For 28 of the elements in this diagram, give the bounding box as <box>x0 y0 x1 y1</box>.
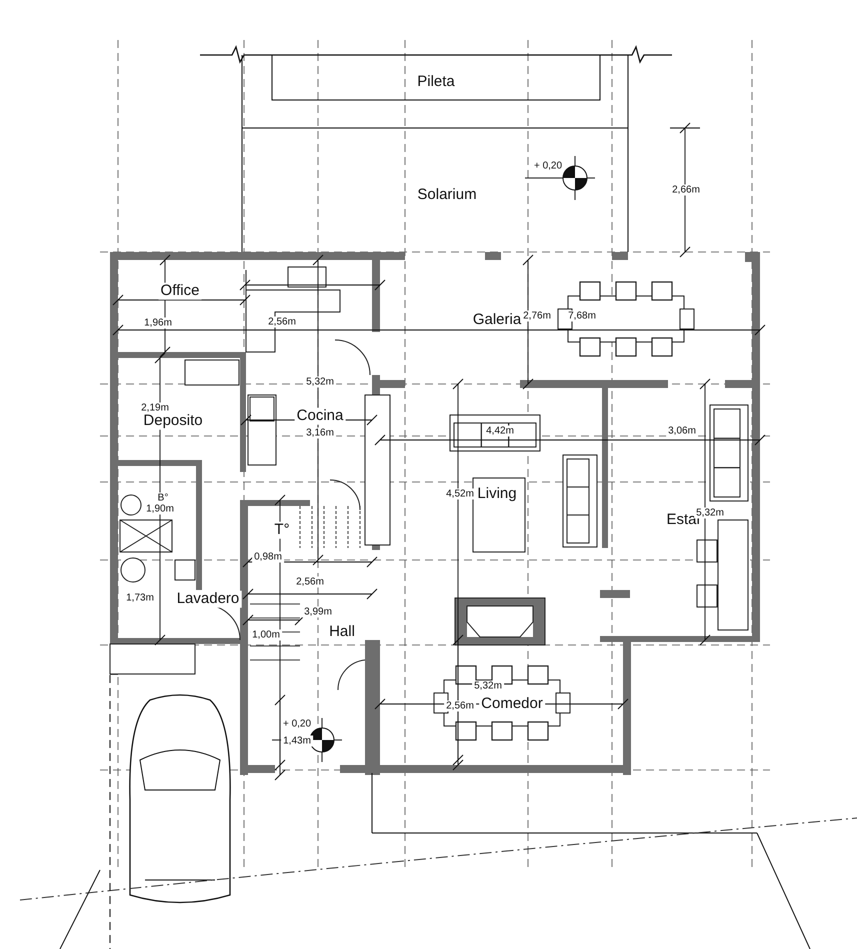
room-label: Cocina <box>294 408 346 424</box>
dimension-label: 4,52m <box>444 488 476 500</box>
dimension-label: 3,06m <box>666 426 698 436</box>
dimension-label: 5,32m <box>472 680 504 692</box>
dimension-label: 2,19m <box>139 402 171 414</box>
dimension-label: 3,16m <box>304 428 336 438</box>
dimension-label: 7,68m <box>566 310 598 322</box>
dimension-label: 5,32m <box>694 508 726 518</box>
dimension-label: 2,76m <box>521 310 553 322</box>
dimension-label: B° <box>156 492 170 504</box>
dimension-label: 2,66m <box>670 184 702 196</box>
dimension-label: 1,96m <box>142 318 174 328</box>
dimension-label: 1,73m <box>124 592 156 604</box>
dimension-label: 0,98m <box>252 552 284 562</box>
room-label: Office <box>158 282 202 300</box>
room-label: T° <box>272 522 292 538</box>
level-label: + 0,20 <box>532 160 564 172</box>
dimension-label: 3,99m <box>302 606 334 618</box>
dimension-label: 1,00m <box>250 630 282 640</box>
room-label: Lavadero <box>174 590 242 608</box>
level-label: + 0,20 <box>280 718 314 730</box>
dimension-label: 2,56m <box>266 316 298 328</box>
dimension-label: 1,43m <box>281 736 313 746</box>
dimension-label: 5,32m <box>304 376 336 388</box>
dimension-label: 2,56m <box>294 576 326 588</box>
dimension-label: 1,90m <box>144 504 176 514</box>
dimension-label: 2,56m <box>444 700 476 712</box>
dimension-label: 4,42m <box>484 426 516 436</box>
